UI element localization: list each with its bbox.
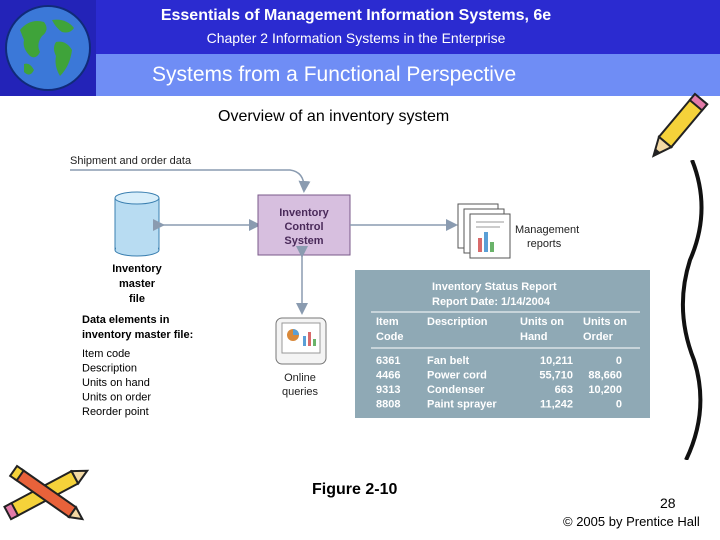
data-element-item: Units on order [82, 392, 151, 404]
report-title: Inventory Status Report [432, 281, 557, 293]
header-band-top [96, 0, 720, 54]
pencil-icon [651, 92, 709, 158]
header-band-bottom [96, 54, 720, 96]
report-cell: 88,660 [588, 370, 622, 382]
report-cell: 9313 [376, 384, 400, 396]
data-element-item: Reorder point [82, 406, 149, 418]
status-report-panel [355, 270, 650, 418]
data-elements-heading-1: Data elements in [82, 314, 170, 326]
control-label-2: Control [284, 221, 323, 233]
data-elements-heading-2: inventory master file: [82, 329, 193, 341]
section-title: Systems from a Functional Perspective [152, 63, 517, 86]
report-column-header: Item [376, 316, 399, 328]
queries-label-2: queries [282, 386, 319, 398]
reports-label-2: reports [527, 238, 562, 250]
queries-icon [275, 317, 327, 365]
data-element-item: Units on hand [82, 377, 150, 389]
report-date: Report Date: 1/14/2004 [432, 296, 551, 308]
report-cell: 55,710 [539, 370, 573, 382]
report-cell: Fan belt [427, 355, 470, 367]
diagram-title: Overview of an inventory system [218, 108, 450, 125]
report-column-header: Order [583, 331, 614, 343]
reports-label-1: Management [515, 224, 579, 236]
pencils-icon [3, 464, 90, 521]
reports-icon [457, 203, 511, 259]
report-cell: 11,242 [540, 399, 573, 411]
data-element-item: Description [82, 363, 137, 375]
master-file-label-1: Inventory [112, 263, 162, 275]
report-cell: 8808 [376, 399, 400, 411]
report-column-header: Units on [583, 316, 627, 328]
master-file-cylinder [114, 191, 160, 257]
report-cell: 10,200 [588, 384, 622, 396]
slide-header: Essentials of Management Information Sys… [0, 0, 720, 96]
report-cell: 663 [555, 384, 573, 396]
report-cell: Power cord [427, 370, 487, 382]
report-cell: 4466 [376, 370, 400, 382]
copyright: © 2005 by Prentice Hall [563, 514, 700, 529]
report-cell: 0 [616, 399, 622, 411]
slide-title: Essentials of Management Information Sys… [160, 7, 552, 24]
slide-subtitle: Chapter 2 Information Systems in the Ent… [206, 30, 506, 46]
report-column-header: Code [376, 331, 404, 343]
report-column-header: Description [427, 316, 488, 328]
globe-icon [0, 0, 96, 96]
decor-line-icon [680, 160, 704, 460]
input-connector [70, 169, 311, 193]
queries-label-1: Online [284, 372, 316, 384]
page-number: 28 [660, 495, 676, 511]
report-column-header: Units on [520, 316, 564, 328]
report-cell: Paint sprayer [427, 399, 497, 411]
figure-label: Figure 2-10 [312, 481, 398, 498]
control-label-3: System [284, 235, 323, 247]
report-cell: 6361 [376, 355, 400, 367]
data-element-item: Item code [82, 348, 130, 360]
control-label-1: Inventory [279, 207, 329, 219]
input-label: Shipment and order data [70, 155, 192, 167]
report-column-header: Hand [520, 331, 548, 343]
report-cell: Condenser [427, 384, 485, 396]
master-file-label-2: master [119, 278, 156, 290]
master-file-label-3: file [129, 293, 145, 305]
report-cell: 10,211 [540, 355, 573, 367]
report-cell: 0 [616, 355, 622, 367]
